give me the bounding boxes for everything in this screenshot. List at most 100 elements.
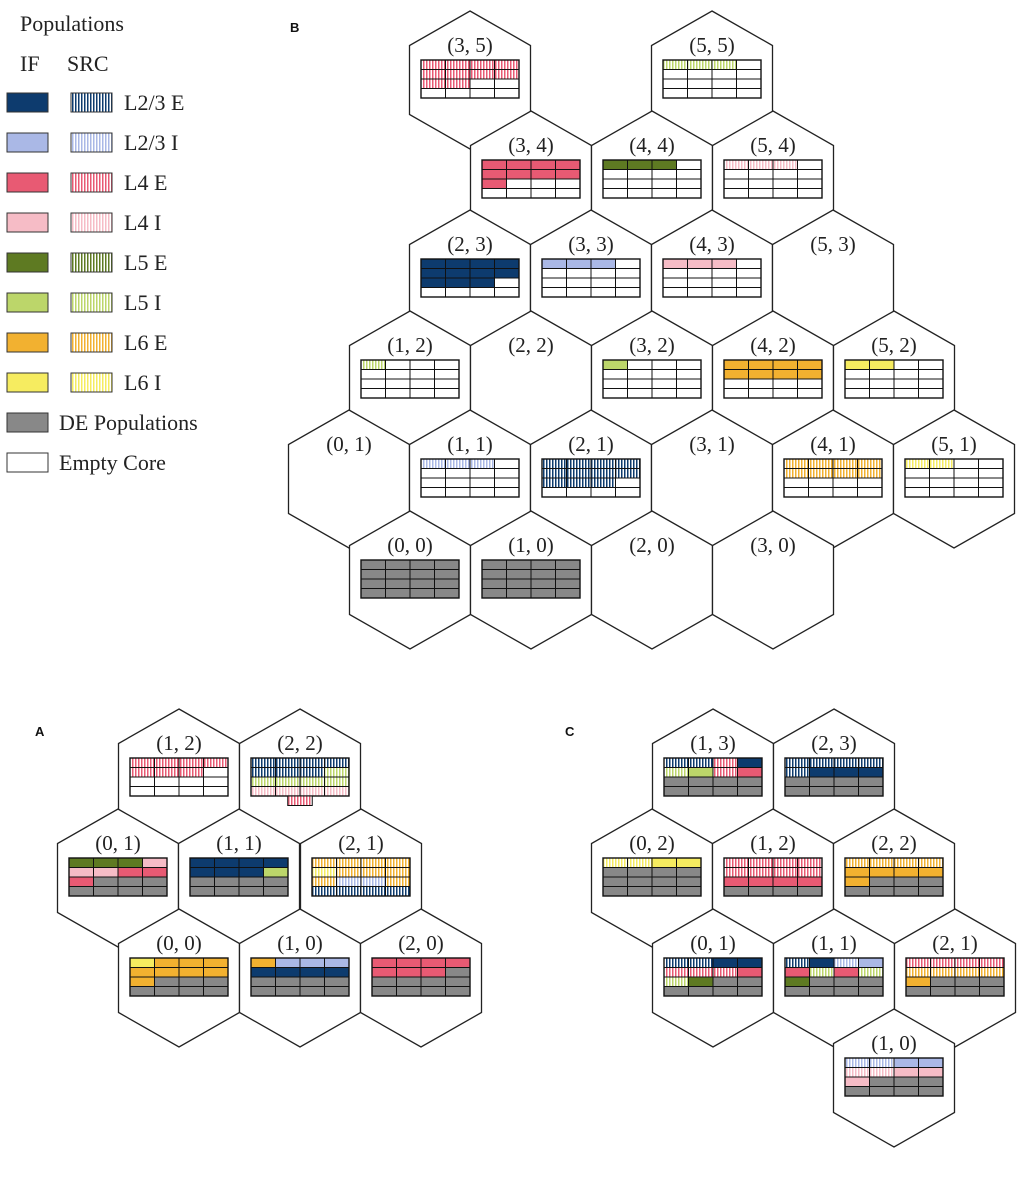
legend-if-swatch <box>6 212 49 233</box>
core-cell <box>420 88 446 99</box>
legend-empty-swatch <box>6 452 49 473</box>
core-grid-border <box>844 359 944 399</box>
chip-hexagon: (2, 1) <box>299 808 423 948</box>
core-cell <box>893 388 919 399</box>
core-cell <box>711 69 737 80</box>
core-cell <box>676 169 702 180</box>
core-cell <box>723 876 749 887</box>
core-grid-border <box>723 359 823 399</box>
core-cell <box>676 867 702 878</box>
core-cell <box>445 268 471 279</box>
core-cell <box>494 78 520 89</box>
core-cell <box>808 468 834 479</box>
core-cell <box>858 976 884 987</box>
core-cell <box>154 757 180 768</box>
core-cell <box>385 588 411 599</box>
core-cell <box>808 458 834 469</box>
core-cell <box>434 388 460 399</box>
core-cell <box>434 588 460 599</box>
core-cell <box>783 487 809 498</box>
core-cell <box>930 967 956 978</box>
core-grid-border <box>68 857 168 897</box>
chip-coordinate: (3, 2) <box>629 333 675 357</box>
core-cell <box>420 277 446 288</box>
core-cell <box>772 857 798 868</box>
core-cell <box>858 767 884 778</box>
core-cell <box>178 786 204 797</box>
core-cell <box>676 388 702 399</box>
core-cell <box>324 976 350 987</box>
core-cell <box>953 487 979 498</box>
core-cell <box>566 477 592 488</box>
core-cell <box>481 569 507 580</box>
core-cell <box>409 388 435 399</box>
core-cell <box>129 776 155 787</box>
core-cell <box>445 487 471 498</box>
core-cell <box>203 986 229 997</box>
core-cell <box>748 359 774 370</box>
core-cell <box>602 178 628 189</box>
core-cell <box>299 776 325 787</box>
core-cell <box>978 487 1004 498</box>
core-cell <box>263 886 289 897</box>
core-cell <box>494 59 520 70</box>
core-cell <box>324 967 350 978</box>
core-cell <box>93 876 119 887</box>
core-cell <box>688 757 714 768</box>
core-cell <box>723 188 749 199</box>
core-cell <box>494 69 520 80</box>
core-cell <box>555 169 581 180</box>
core-cell <box>420 69 446 80</box>
chip-hexagon: (4, 3) <box>650 209 774 349</box>
core-cell <box>129 967 155 978</box>
core-cell <box>590 277 616 288</box>
core-cell <box>555 569 581 580</box>
core-cell <box>627 388 653 399</box>
core-cell <box>736 88 762 99</box>
core-cell <box>784 767 810 778</box>
core-cell <box>627 169 653 180</box>
chip-coordinate: (2, 3) <box>811 731 857 755</box>
core-cell <box>711 287 737 298</box>
legend-if-swatch <box>6 92 49 113</box>
core-cell <box>420 976 446 987</box>
core-cell <box>469 277 495 288</box>
legend-if-header: IF <box>20 51 40 76</box>
core-cell <box>360 588 386 599</box>
core-cell <box>590 458 616 469</box>
core-cell <box>311 876 337 887</box>
legend-src-swatch <box>70 372 113 393</box>
core-cell <box>663 986 689 997</box>
core-cell <box>736 277 762 288</box>
core-cell <box>324 986 350 997</box>
legend-if-swatch <box>6 132 49 153</box>
legend-entry-label: L5 E <box>124 250 167 275</box>
chip-hexagon: (1, 2) <box>348 310 472 450</box>
core-cell <box>929 468 955 479</box>
core-cell <box>687 88 713 99</box>
core-cell <box>250 786 276 797</box>
core-cell <box>445 986 471 997</box>
core-cell <box>555 578 581 589</box>
chip-coordinate: (0, 1) <box>326 432 372 456</box>
core-cell <box>506 178 532 189</box>
core-cell <box>494 277 520 288</box>
core-cell <box>129 986 155 997</box>
core-cell <box>275 957 301 968</box>
core-cell <box>904 487 930 498</box>
core-cell <box>978 458 1004 469</box>
core-cell <box>154 786 180 797</box>
core-cell <box>275 757 301 768</box>
core-cell <box>530 169 556 180</box>
legend-src-swatch <box>70 132 113 153</box>
core-cell <box>784 786 810 797</box>
core-cell <box>688 976 714 987</box>
core-cell <box>434 359 460 370</box>
core-cell <box>530 178 556 189</box>
core-cell <box>711 88 737 99</box>
core-cell <box>651 169 677 180</box>
core-cell <box>904 458 930 469</box>
core-cell <box>651 178 677 189</box>
core-cell <box>893 1057 919 1068</box>
core-cell <box>445 967 471 978</box>
